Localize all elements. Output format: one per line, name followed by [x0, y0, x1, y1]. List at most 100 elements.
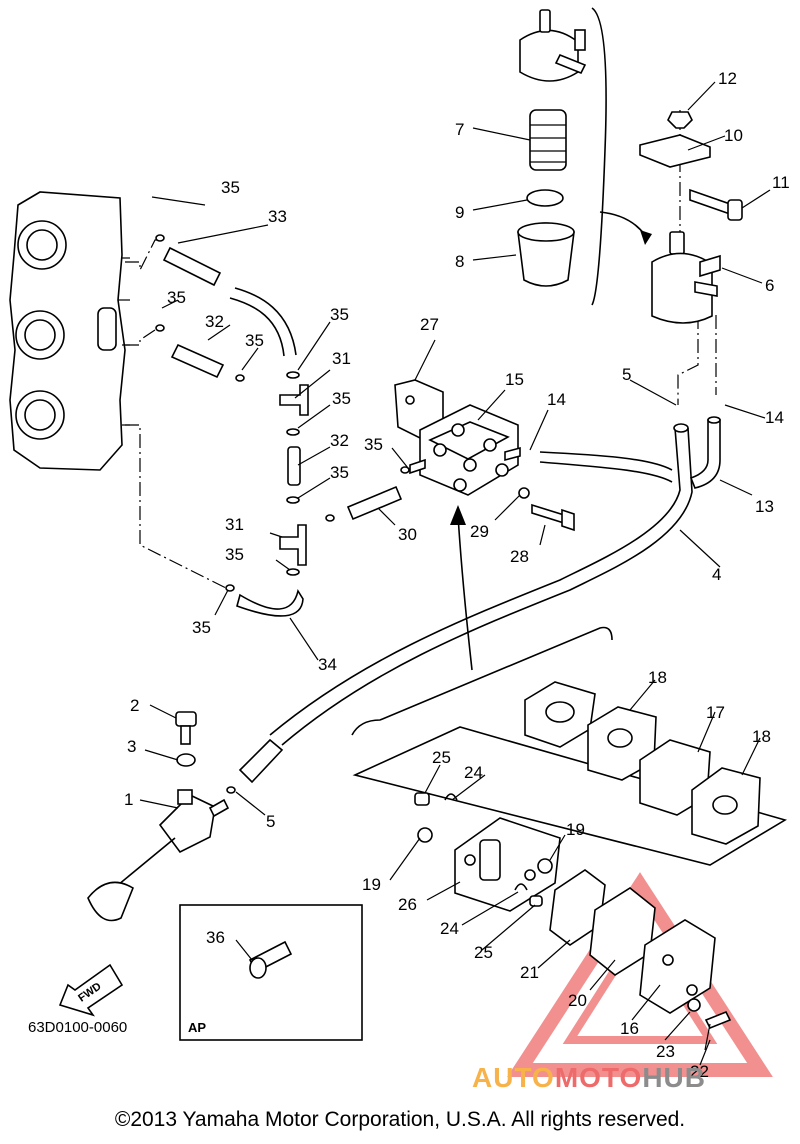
bolt-2 [175, 711, 197, 745]
callout-labels: 35 33 35 32 35 35 31 35 32 35 35 30 31 3… [76, 69, 789, 1081]
callout-21: 21 [520, 963, 539, 982]
leader-lines [139, 81, 771, 1066]
washer-23 [687, 998, 701, 1012]
screw-25b [529, 895, 543, 907]
kit-plate [352, 726, 787, 866]
clip-24a [444, 793, 458, 801]
callout-5: 5 [622, 365, 631, 384]
clip-24b [514, 883, 528, 891]
callout-13: 13 [755, 497, 774, 516]
callout-5: 5 [266, 812, 275, 831]
callout-33: 33 [268, 207, 287, 226]
nut-19a [537, 858, 553, 874]
washer-29 [518, 487, 530, 499]
watermark-hub: HUB [642, 1062, 706, 1093]
inset-label: AP [188, 1020, 207, 1035]
callout-20: 20 [568, 991, 587, 1010]
fuel-hose-4 [238, 423, 693, 784]
callout-31: 31 [332, 349, 351, 368]
callout-30: 30 [398, 525, 417, 544]
fuel-pump-assembly [394, 379, 521, 496]
callout-32: 32 [330, 431, 349, 450]
callout-19: 19 [566, 820, 585, 839]
hose-34 [236, 588, 304, 617]
callout-35: 35 [225, 545, 244, 564]
watermark-text: AUTOMOTOHUB [472, 1062, 706, 1094]
callout-34: 34 [318, 655, 337, 674]
watermark-moto: MOTO [554, 1062, 643, 1093]
hose-32-lower [287, 446, 301, 486]
fuel-joint-1 [158, 789, 230, 854]
callout-7: 7 [455, 120, 464, 139]
copyright-text: ©2013 Yamaha Motor Corporation, U.S.A. A… [114, 1108, 686, 1131]
callout-36: 36 [206, 928, 225, 947]
connector-36 [248, 940, 293, 979]
washer-3 [176, 753, 196, 767]
hose-33 [162, 246, 297, 357]
callout-26: 26 [398, 895, 417, 914]
callout-11: 11 [772, 173, 790, 192]
bracket-10 [639, 134, 711, 168]
pump-cover [524, 681, 596, 748]
hose-30 [346, 485, 403, 521]
callout-23: 23 [656, 1042, 675, 1061]
callout-35: 35 [330, 463, 349, 482]
callout-27: 27 [420, 315, 439, 334]
hose-14-line [539, 451, 673, 483]
callout-2: 2 [130, 696, 139, 715]
diagram-code: 63D0100-0060 [28, 1019, 128, 1036]
callout-25: 25 [474, 943, 493, 962]
fuel-hose-13 [689, 416, 721, 489]
callout-35: 35 [167, 288, 186, 307]
callout-17: 17 [706, 703, 725, 722]
screw-22 [704, 1010, 732, 1051]
o-ring-9 [526, 189, 564, 207]
nut-19b [417, 827, 433, 843]
callout-18: 18 [648, 668, 667, 687]
inset-box [179, 904, 363, 1041]
callout-14: 14 [547, 390, 566, 409]
callout-22: 22 [690, 1062, 709, 1081]
screw-25a [414, 792, 430, 806]
callout-31: 31 [225, 515, 244, 534]
callout-10: 10 [724, 126, 743, 145]
callout-15: 15 [505, 370, 524, 389]
callout-12: 12 [718, 69, 737, 88]
bolt-11 [689, 188, 743, 221]
engine-block [9, 191, 130, 471]
callout-35: 35 [364, 435, 383, 454]
callout-14: 14 [765, 408, 784, 427]
callout-35: 35 [330, 305, 349, 324]
joint-31-upper [279, 384, 309, 416]
callout-4: 4 [712, 565, 721, 584]
callout-3: 3 [127, 737, 136, 756]
cover-16 [639, 919, 716, 1014]
fuel-filter-top [519, 9, 587, 82]
callout-19: 19 [362, 875, 381, 894]
nut-12 [667, 111, 693, 129]
callout-35: 35 [245, 331, 264, 350]
connector-plug [87, 881, 134, 922]
callout-16: 16 [620, 1019, 639, 1038]
pump-body-26 [454, 817, 561, 912]
clamps-35 [155, 234, 410, 592]
callout-1: 1 [124, 790, 133, 809]
callout-6: 6 [765, 276, 774, 295]
filter-cup-8 [517, 222, 575, 287]
callout-18: 18 [752, 727, 771, 746]
arrow-to-pump [457, 514, 473, 671]
callout-35: 35 [221, 178, 240, 197]
callout-24: 24 [440, 919, 459, 938]
callout-35: 35 [192, 618, 211, 637]
callout-28: 28 [510, 547, 529, 566]
gasket-18b [691, 767, 761, 845]
callout-35: 35 [332, 389, 351, 408]
fuel-filter-6 [651, 231, 721, 324]
bolt-28 [531, 503, 575, 532]
callout-8: 8 [455, 252, 464, 271]
callout-25: 25 [432, 748, 451, 767]
callout-29: 29 [470, 522, 489, 541]
callout-32: 32 [205, 312, 224, 331]
joint-31-lower [279, 524, 307, 566]
